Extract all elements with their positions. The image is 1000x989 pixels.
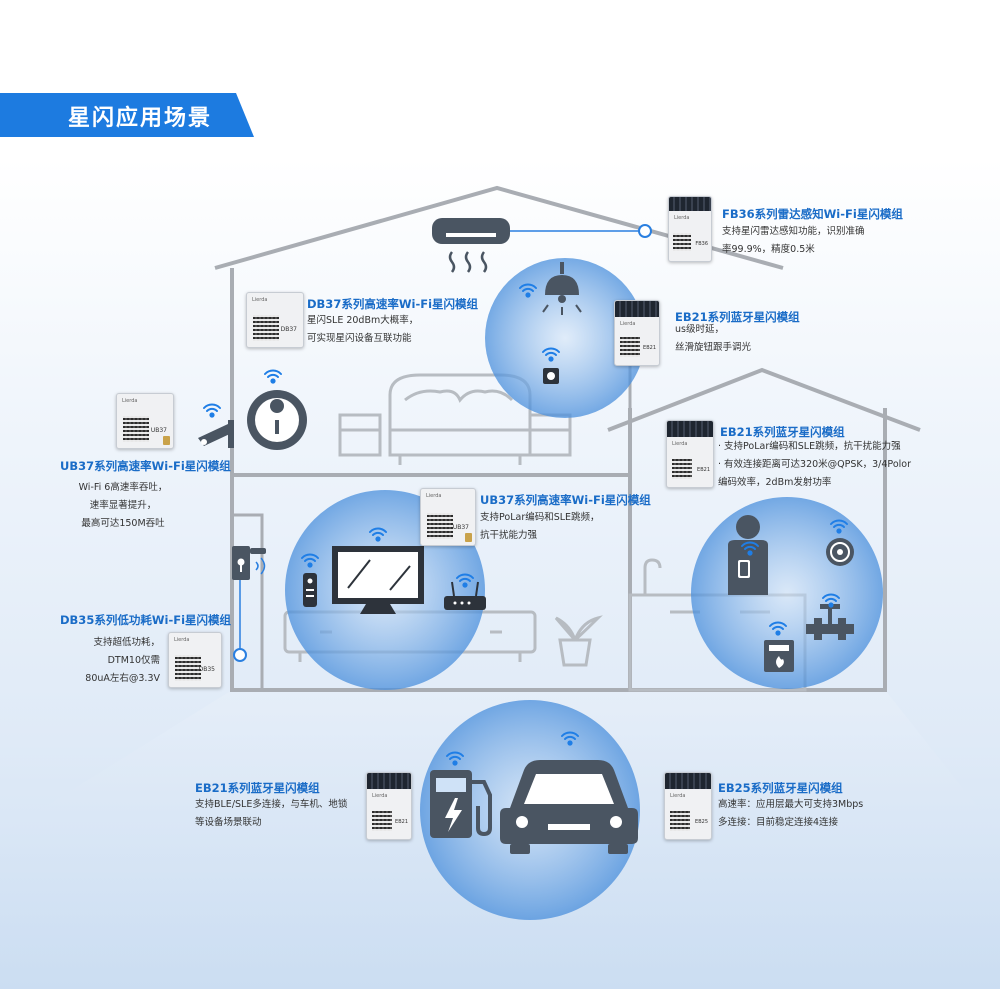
- gas-meter-icon: [764, 640, 794, 672]
- chip-eb25: Lierda EB25: [664, 772, 712, 840]
- ceiling-lamp-icon: [542, 262, 582, 315]
- chip-db35: Lierda DB35: [168, 632, 222, 688]
- module-title-ub37-camera: UB37系列高速率Wi-Fi星闪模组: [60, 459, 231, 473]
- car-icon: [500, 760, 638, 854]
- module-title-fb36: FB36系列雷达感知Wi-Fi星闪模组: [722, 207, 903, 221]
- smoke-detector-icon: [826, 538, 854, 566]
- module-title-db35: DB35系列低功耗Wi-Fi星闪模组: [60, 613, 232, 627]
- plant-icon: [554, 615, 603, 667]
- wifi-icon: [769, 621, 787, 636]
- wifi-icon: [301, 553, 319, 568]
- door-connector-dot: [233, 648, 247, 662]
- charging-station-icon: [430, 770, 492, 838]
- wifi-icon: [741, 541, 759, 556]
- wifi-icon: [203, 403, 221, 418]
- wifi-icon: [542, 347, 560, 362]
- module-desc-db37: 星闪SLE 20dBm大概率，可实现星闪设备互联功能: [307, 315, 419, 344]
- circle-bedroom: [485, 258, 645, 418]
- wifi-icon: [369, 527, 387, 542]
- module-desc-fb36: 支持星闪雷达感知功能，识别准确率99.9%，精度0.5米: [722, 226, 865, 255]
- chip-db37: Lierda DB37: [246, 292, 304, 348]
- module-desc-ub37-camera: Wi-Fi 6高速率吞吐，速率显著提升，最高可达150M吞吐: [78, 482, 168, 529]
- chip-ub37-tv: Lierda UB37: [420, 488, 476, 546]
- module-desc-ub37-tv: 支持PoLar编码和SLE跳频，抗干扰能力强: [480, 512, 600, 541]
- security-camera-icon: [198, 420, 234, 448]
- remote-icon: [303, 573, 317, 607]
- chip-fb36: Lierda FB36: [668, 196, 712, 262]
- chip-eb21-car: Lierda EB21: [366, 772, 412, 840]
- wifi-icon: [519, 283, 537, 298]
- module-title-eb21-kitchen: EB21系列蓝牙星闪模组: [720, 425, 845, 439]
- wifi-icon: [456, 573, 474, 588]
- dimmer-knob-icon: [543, 368, 559, 384]
- wifi-icon: [822, 593, 840, 608]
- chip-ub37-camera: Lierda UB37: [116, 393, 174, 449]
- wifi-icon: [264, 369, 282, 384]
- title-banner: [0, 93, 254, 137]
- wifi-icon: [561, 731, 579, 746]
- door-frame: [230, 513, 264, 692]
- chip-eb21-light: Lierda EB21: [614, 300, 660, 366]
- module-desc-eb21-light: us级时延，丝滑旋钮跟手调光: [675, 324, 752, 353]
- module-desc-eb21-kitchen: · 支持PoLar编码和SLE跳频，抗干扰能力强· 有效连接距离可达320米@Q…: [718, 441, 911, 488]
- module-title-eb21-light: EB21系列蓝牙星闪模组: [675, 310, 800, 324]
- wifi-signal-icons: [203, 283, 848, 766]
- air-conditioner-icon: [432, 218, 510, 273]
- robot-vacuum-icon: [247, 390, 307, 450]
- ac-connector-dot: [638, 224, 652, 238]
- wifi-icon: [446, 751, 464, 766]
- door-lock-icon: [232, 546, 266, 580]
- module-title-eb21-car: EB21系列蓝牙星闪模组: [195, 781, 320, 795]
- page-title: 星闪应用场景: [68, 106, 213, 131]
- module-title-ub37-tv: UB37系列高速率Wi-Fi星闪模组: [480, 493, 651, 507]
- person-icon: [728, 515, 768, 595]
- module-desc-eb21-car: 支持BLE/SLE多连接，与车机、地锁等设备场景联动: [195, 799, 348, 828]
- chip-eb21-kitchen: Lierda EB21: [666, 420, 714, 488]
- wifi-icon: [830, 519, 848, 534]
- module-title-eb25: EB25系列蓝牙星闪模组: [718, 781, 843, 795]
- module-title-db37: DB37系列高速率Wi-Fi星闪模组: [307, 297, 479, 311]
- tv-icon: [332, 546, 424, 614]
- router-icon: [444, 581, 486, 610]
